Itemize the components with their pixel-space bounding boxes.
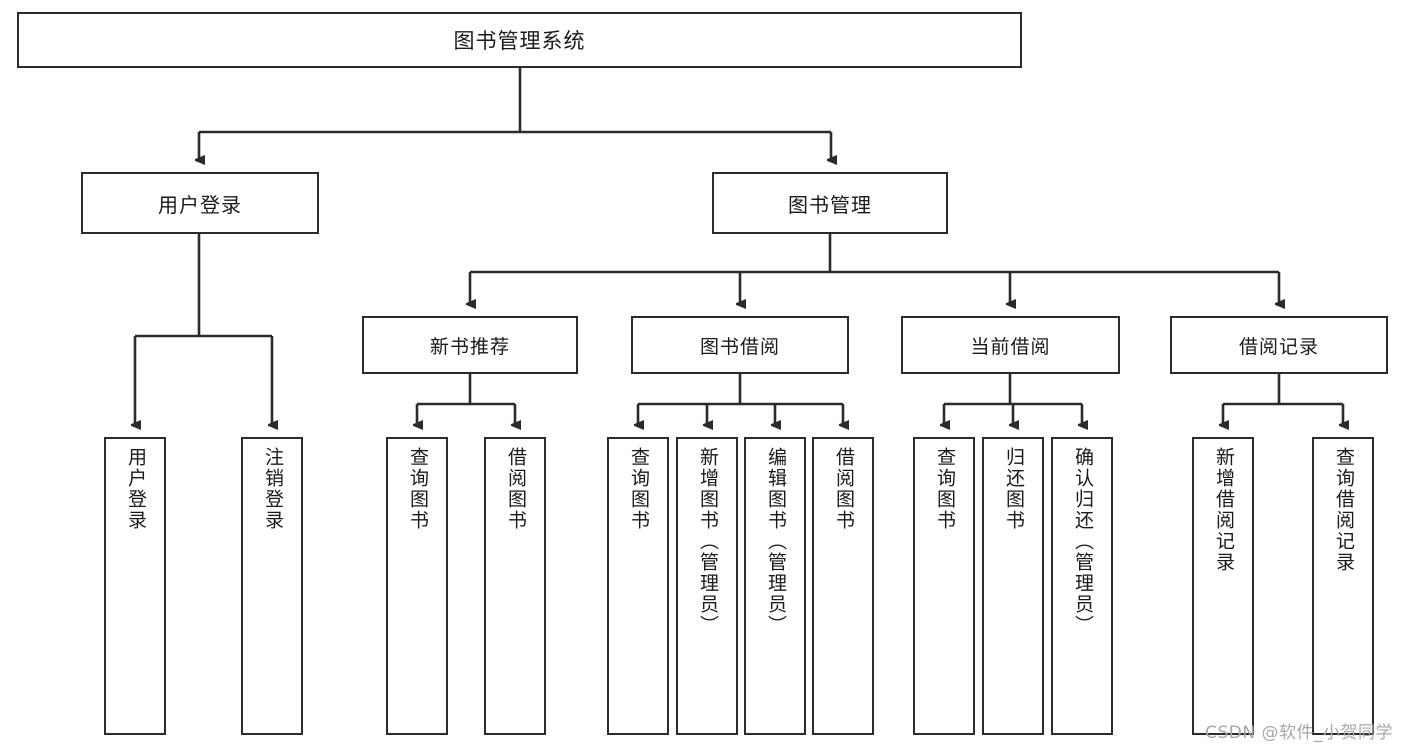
watermark-text: CSDN @软件_小贺同学 bbox=[1205, 723, 1393, 743]
leaf-return-book[interactable]: 归还图书 bbox=[982, 437, 1044, 735]
node-current-borrow[interactable]: 当前借阅 bbox=[901, 316, 1120, 374]
leaf-add-borrow-record[interactable]: 新增借阅记录 bbox=[1192, 437, 1254, 735]
leaf-add-book-admin-label: 新增图书（管理员） bbox=[696, 447, 719, 636]
leaf-query-borrow-record-label: 查询借阅记录 bbox=[1332, 447, 1355, 573]
leaf-borrow-book-recommend[interactable]: 借阅图书 bbox=[484, 437, 546, 735]
leaf-confirm-return-admin[interactable]: 确认归还（管理员） bbox=[1051, 437, 1113, 735]
leaf-query-book-recommend[interactable]: 查询图书 bbox=[386, 437, 448, 735]
leaf-confirm-return-admin-label: 确认归还（管理员） bbox=[1071, 447, 1094, 636]
node-user-login-label: 用户登录 bbox=[158, 192, 242, 217]
node-book-management-label: 图书管理 bbox=[788, 192, 872, 217]
node-new-book-recommend-label: 新书推荐 bbox=[429, 335, 510, 358]
leaf-query-borrow-record[interactable]: 查询借阅记录 bbox=[1312, 437, 1374, 735]
node-user-login[interactable]: 用户登录 bbox=[81, 172, 319, 234]
node-book-borrow[interactable]: 图书借阅 bbox=[631, 316, 849, 374]
node-book-management[interactable]: 图书管理 bbox=[712, 172, 948, 234]
node-book-borrow-label: 图书借阅 bbox=[699, 335, 780, 358]
node-root[interactable]: 图书管理系统 bbox=[17, 12, 1022, 68]
node-current-borrow-label: 当前借阅 bbox=[970, 335, 1051, 358]
leaf-query-book-borrow-label: 查询图书 bbox=[627, 447, 650, 531]
leaf-logout-label: 注销登录 bbox=[261, 447, 284, 531]
leaf-query-book-current[interactable]: 查询图书 bbox=[913, 437, 975, 735]
leaf-edit-book-admin-label: 编辑图书（管理员） bbox=[764, 447, 787, 636]
leaf-add-book-admin[interactable]: 新增图书（管理员） bbox=[676, 437, 738, 735]
node-new-book-recommend[interactable]: 新书推荐 bbox=[362, 316, 578, 374]
leaf-borrow-book-recommend-label: 借阅图书 bbox=[504, 447, 527, 531]
node-root-label: 图书管理系统 bbox=[453, 29, 586, 53]
leaf-user-login-label: 用户登录 bbox=[124, 447, 147, 531]
node-borrow-record-label: 借阅记录 bbox=[1238, 335, 1319, 358]
leaf-query-book-current-label: 查询图书 bbox=[933, 447, 956, 531]
leaf-user-login[interactable]: 用户登录 bbox=[104, 437, 166, 735]
leaf-borrow-book-label: 借阅图书 bbox=[832, 447, 855, 531]
leaf-logout[interactable]: 注销登录 bbox=[241, 437, 303, 735]
leaf-query-book-borrow[interactable]: 查询图书 bbox=[607, 437, 669, 735]
leaf-query-book-recommend-label: 查询图书 bbox=[406, 447, 429, 531]
leaf-return-book-label: 归还图书 bbox=[1002, 447, 1025, 531]
leaf-borrow-book[interactable]: 借阅图书 bbox=[812, 437, 874, 735]
node-borrow-record[interactable]: 借阅记录 bbox=[1170, 316, 1388, 374]
leaf-add-borrow-record-label: 新增借阅记录 bbox=[1212, 447, 1235, 573]
leaf-edit-book-admin[interactable]: 编辑图书（管理员） bbox=[744, 437, 806, 735]
